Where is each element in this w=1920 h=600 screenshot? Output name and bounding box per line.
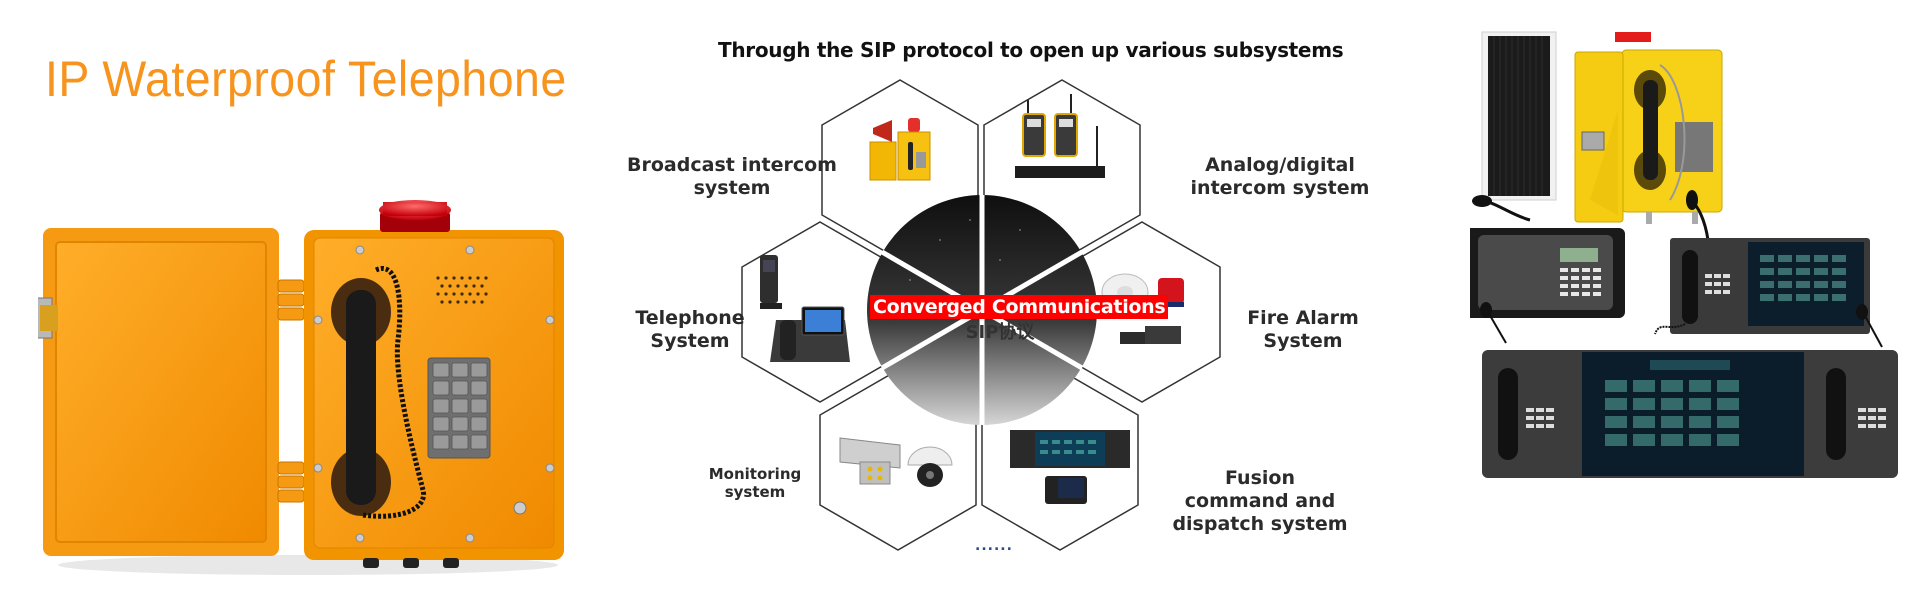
- center-label: Converged Communications: [870, 295, 1169, 319]
- cctv-camera-icon: [839, 437, 953, 487]
- keypad: [427, 357, 491, 459]
- label-telephone-line1: Telephone: [635, 307, 745, 329]
- more-indicator: ......: [975, 538, 1013, 554]
- dispatch-console-icon: [1010, 430, 1130, 504]
- door-panel: [43, 228, 279, 556]
- label-monitoring: Monitoring system: [695, 465, 815, 501]
- column-speaker-icon: [1481, 31, 1557, 201]
- label-fusion-line3: dispatch system: [1172, 512, 1348, 535]
- center-label-group: Converged Communications SIP协议: [870, 295, 1169, 344]
- label-analog: Analog/digital intercom system: [1185, 154, 1375, 200]
- label-monitoring-line2: system: [724, 483, 786, 501]
- diagram-title: Through the SIP protocol to open up vari…: [718, 38, 1344, 62]
- dual-dispatch-console-icon: [1480, 302, 1898, 478]
- paging-console-icon: [1470, 195, 1625, 318]
- waterproof-telephone-image: [38, 200, 564, 575]
- products-gallery: [1470, 31, 1898, 478]
- walkie-talkie-gateway-icon: [1015, 94, 1105, 178]
- megaphone-beacon-telephone-icon: [869, 118, 931, 181]
- label-broadcast-line2: system: [693, 176, 771, 199]
- speaker-grille: [436, 276, 488, 304]
- waterproof-telephone-icon: [1574, 32, 1723, 224]
- label-fire-line1: Fire Alarm: [1247, 307, 1359, 329]
- subsystem-hex-diagram: [741, 79, 1221, 551]
- handset: [346, 290, 376, 505]
- label-broadcast-line1: Broadcast intercom: [627, 154, 837, 176]
- label-telephone: Telephone System: [620, 307, 760, 353]
- label-telephone-line2: System: [650, 329, 730, 352]
- label-monitoring-line1: Monitoring: [708, 465, 802, 483]
- label-fire: Fire Alarm System: [1238, 307, 1368, 353]
- label-broadcast: Broadcast intercom system: [622, 154, 842, 200]
- label-fusion-line2: command and: [1184, 489, 1336, 512]
- label-fusion-line1: Fusion: [1225, 467, 1295, 489]
- touchscreen-console-icon: [1654, 190, 1870, 335]
- center-sublabel: SIP协议: [965, 322, 1035, 343]
- label-fire-line2: System: [1263, 329, 1343, 352]
- hero-title: IP Waterproof Telephone: [45, 51, 567, 107]
- label-fusion: Fusion command and dispatch system: [1155, 467, 1365, 535]
- label-analog-line2: intercom system: [1190, 176, 1370, 199]
- label-analog-line1: Analog/digital: [1205, 154, 1355, 176]
- ip-phone-icon: [760, 255, 850, 362]
